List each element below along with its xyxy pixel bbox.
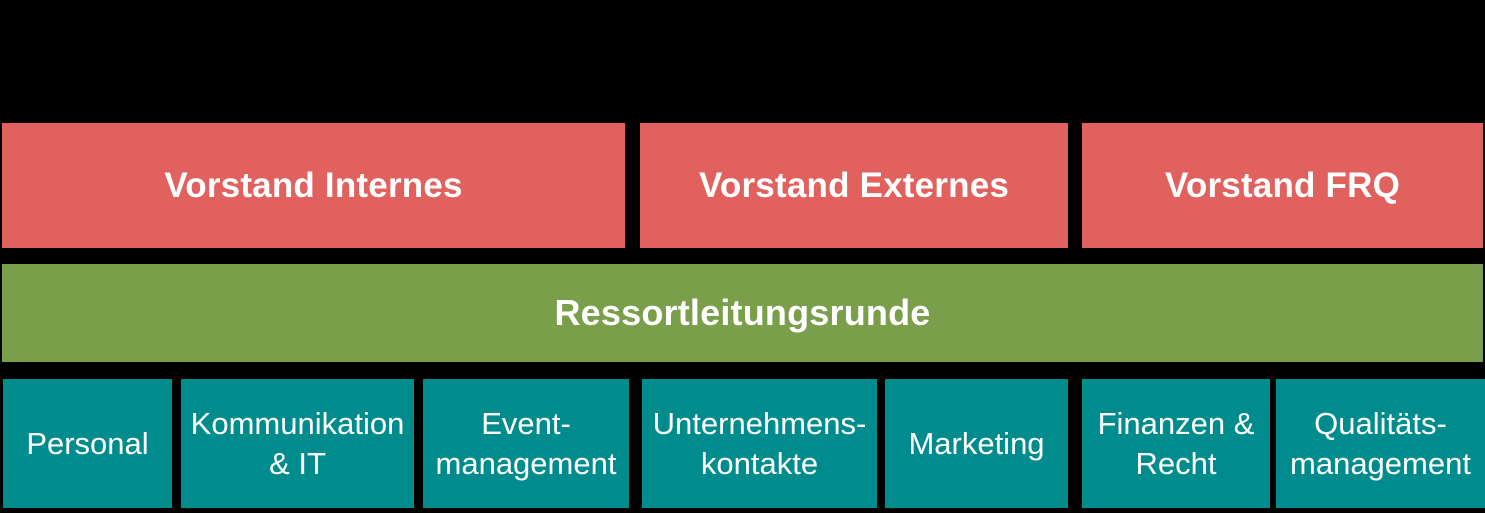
department-box-marketing-label: Marketing — [908, 425, 1045, 461]
department-box-personal-label: Personal — [26, 425, 149, 461]
department-box-unternehmenskontakte-label: Unternehmens- kontakte — [652, 405, 867, 481]
department-box-finanzen-recht: Finanzen & Recht — [1082, 379, 1270, 508]
department-box-kommunikation-it-label: Kommunikation & IT — [190, 405, 405, 481]
board-box-vorstand-externes: Vorstand Externes — [640, 123, 1068, 248]
board-box-vorstand-internes: Vorstand Internes — [2, 123, 625, 248]
department-box-marketing: Marketing — [885, 379, 1068, 508]
department-box-eventmanagement-label: Event- management — [435, 405, 617, 481]
board-box-vorstand-externes-label: Vorstand Externes — [698, 165, 1010, 205]
department-box-qualitaetsmanagement-label: Qualitäts- management — [1290, 405, 1471, 481]
board-box-vorstand-frq: Vorstand FRQ — [1082, 123, 1483, 248]
department-box-finanzen-recht-label: Finanzen & Recht — [1097, 405, 1255, 481]
department-box-personal: Personal — [3, 379, 172, 508]
department-box-kommunikation-it: Kommunikation & IT — [181, 379, 414, 508]
leadership-box-ressortleitungsrunde: Ressortleitungsrunde — [2, 264, 1483, 362]
department-box-qualitaetsmanagement: Qualitäts- management — [1276, 379, 1485, 508]
leadership-box-label: Ressortleitungsrunde — [554, 292, 931, 333]
department-box-eventmanagement: Event- management — [423, 379, 629, 508]
board-box-vorstand-frq-label: Vorstand FRQ — [1164, 165, 1401, 205]
department-box-unternehmenskontakte: Unternehmens- kontakte — [642, 379, 877, 508]
board-box-vorstand-internes-label: Vorstand Internes — [164, 165, 463, 205]
